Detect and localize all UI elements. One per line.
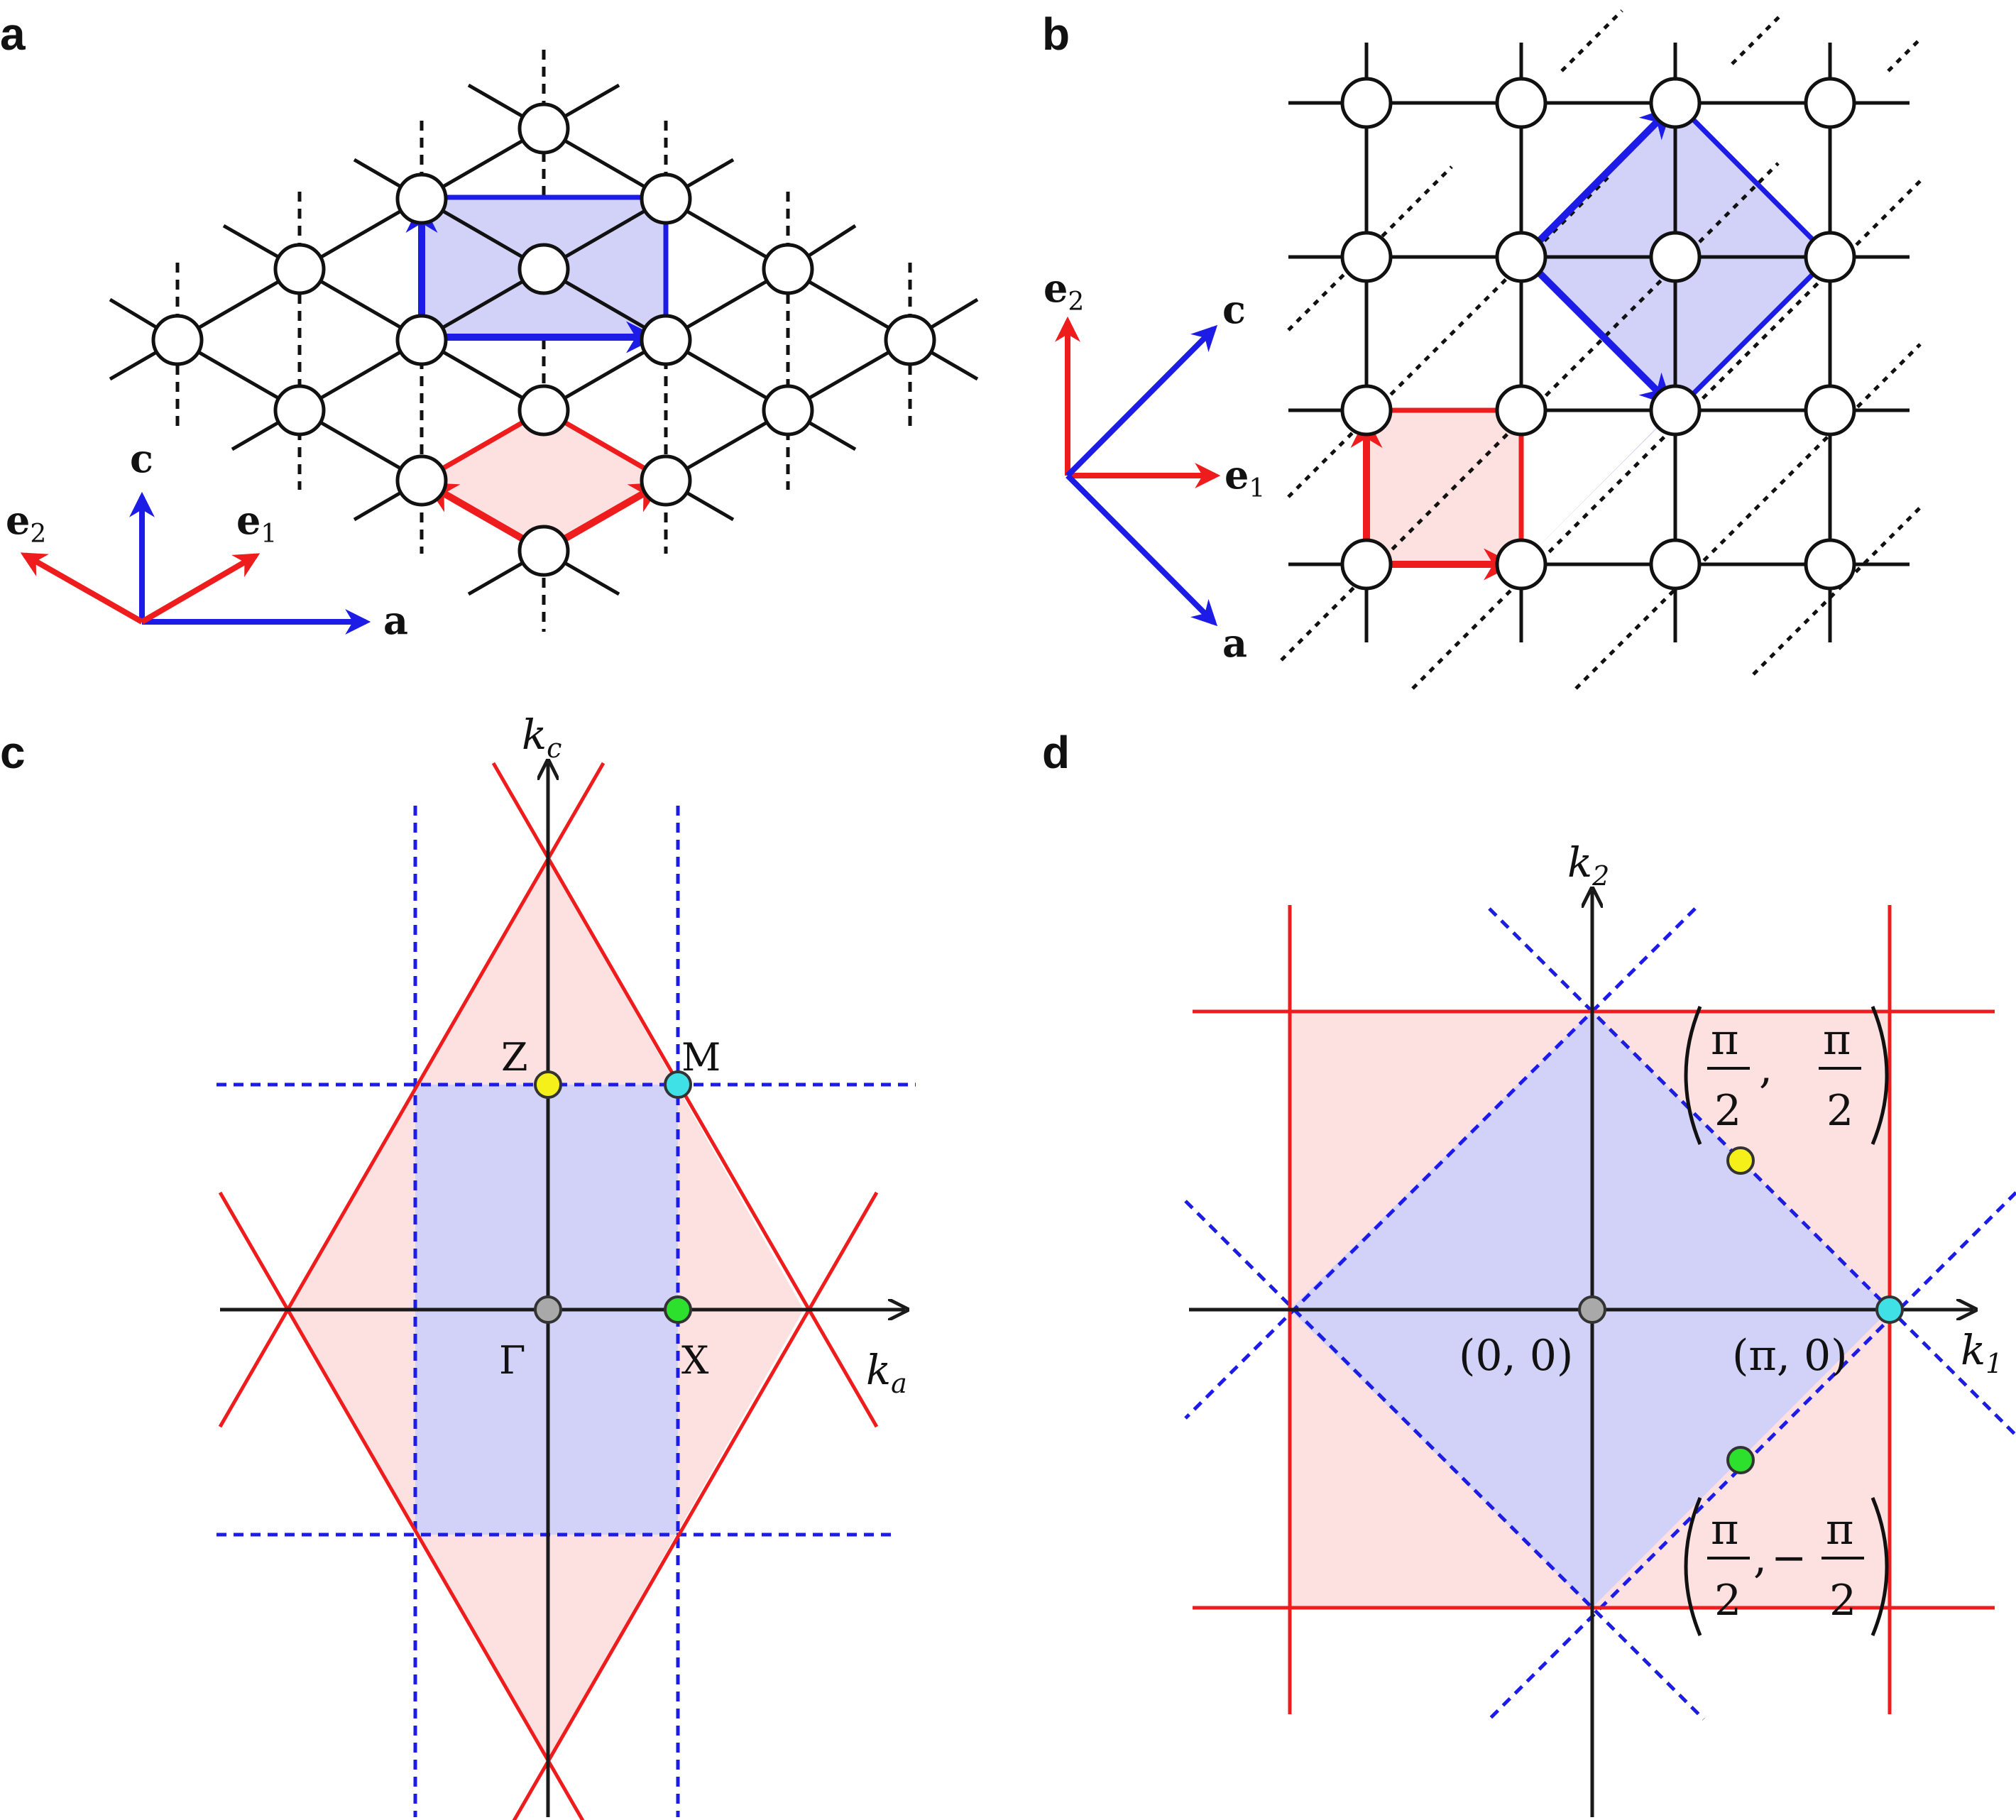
panel-b: b xyxy=(1042,9,1922,690)
panel-b-label: b xyxy=(1042,9,1070,60)
panel-d-green-minus: − xyxy=(1771,1533,1807,1583)
panel-d-k2-label: k xyxy=(1567,838,1592,887)
panel-d-k2-sub: 2 xyxy=(1592,860,1609,892)
panel-d-k1-sub: 1 xyxy=(1985,1348,2003,1379)
panel-c-point-m xyxy=(664,1070,692,1099)
panel-c-label-m: M xyxy=(681,1035,721,1080)
panel-c-point-gamma xyxy=(534,1295,562,1324)
panel-b-label-c: c xyxy=(1222,287,1246,332)
panel-a-label-e1-sub: 1 xyxy=(261,520,277,549)
panel-c-label: c xyxy=(0,727,26,778)
panel-a-label-a: a xyxy=(383,598,408,643)
panel-d-label-yellow: π 2 , π 2 xyxy=(1684,1006,1889,1145)
panel-d: d k2 k1 (0, 0) (π, 0) xyxy=(1042,727,2016,1817)
panel-d-green-num-2: π xyxy=(1826,1505,1853,1555)
panel-b-red-cell xyxy=(1366,410,1521,564)
panel-b-label-e2: e xyxy=(1043,265,1068,311)
panel-d-green-den-2: 2 xyxy=(1829,1576,1856,1626)
panel-d-blue-dashed xyxy=(1184,907,2016,1721)
panel-d-yellow-den-1: 2 xyxy=(1714,1086,1741,1136)
panel-b-blue-vector-c xyxy=(1521,106,1673,260)
panel-d-label: d xyxy=(1042,727,1070,778)
panel-d-yellow-comma: , xyxy=(1759,1043,1773,1093)
svg-text:e1: e1 xyxy=(236,498,277,549)
panel-a-label-c: c xyxy=(130,436,153,481)
panel-d-point-green xyxy=(1726,1446,1755,1474)
panel-b-label-e1: e xyxy=(1225,452,1249,498)
panel-a-label-e1: e xyxy=(236,498,261,543)
panel-c-kc-sub: c xyxy=(547,733,561,764)
panel-c-ka-label: k xyxy=(866,1346,891,1394)
panel-c-ka-sub: a xyxy=(891,1368,907,1399)
panel-a-bonds xyxy=(109,83,979,596)
panel-b-label-a: a xyxy=(1222,620,1247,666)
panel-c-point-z xyxy=(534,1070,562,1099)
panel-d-point-yellow xyxy=(1726,1146,1755,1175)
svg-text:e2: e2 xyxy=(1043,265,1084,317)
panel-a-atoms xyxy=(151,102,936,577)
panel-d-label-origin: (0, 0) xyxy=(1459,1331,1573,1381)
panel-c-label-x: X xyxy=(681,1338,709,1383)
panel-d-yellow-num-1: π xyxy=(1711,1015,1738,1065)
panel-d-green-comma: , xyxy=(1753,1533,1767,1583)
panel-c-label-gamma: Γ xyxy=(499,1338,525,1383)
svg-text:k1: k1 xyxy=(1961,1326,2003,1379)
svg-text:ka: ka xyxy=(866,1346,907,1399)
svg-text:e2: e2 xyxy=(6,498,46,549)
panel-a: a xyxy=(0,9,979,643)
panel-c-blue-dashed xyxy=(217,806,916,1817)
panel-d-k1-label: k xyxy=(1961,1326,1985,1374)
panel-c: c kc ka Z M Γ X xyxy=(0,711,916,1820)
panel-d-yellow-num-2: π xyxy=(1823,1015,1851,1065)
panel-d-point-origin xyxy=(1578,1295,1606,1324)
panel-b-blue-vector-a xyxy=(1521,254,1673,407)
panel-a-label-e2-sub: 2 xyxy=(30,520,46,549)
panel-d-label-green: π 2 , − π 2 xyxy=(1684,1497,1889,1636)
panel-a-label: a xyxy=(0,9,26,60)
panel-b-label-e1-sub: 1 xyxy=(1249,474,1265,503)
panel-c-kc-label: k xyxy=(522,711,547,759)
svg-text:kc: kc xyxy=(522,711,561,764)
panel-d-green-den-1: 2 xyxy=(1714,1576,1741,1626)
svg-text:e1: e1 xyxy=(1225,452,1265,503)
svg-text:k2: k2 xyxy=(1567,838,1609,892)
panel-d-yellow-den-2: 2 xyxy=(1826,1086,1853,1136)
panel-b-atoms xyxy=(1340,77,1856,591)
panel-a-label-e2: e xyxy=(6,498,30,543)
panel-d-green-num-1: π xyxy=(1711,1505,1738,1555)
panel-d-label-pi0: (π, 0) xyxy=(1732,1331,1848,1381)
panel-c-point-x xyxy=(664,1295,692,1324)
panel-b-label-e2-sub: 2 xyxy=(1068,287,1084,317)
panel-a-axes-legend: c a e1 e2 xyxy=(6,436,408,643)
panel-c-label-z: Z xyxy=(501,1035,528,1080)
panel-b-axes-legend: e2 e1 c a xyxy=(1043,265,1265,666)
panel-d-point-pi0 xyxy=(1875,1295,1904,1324)
